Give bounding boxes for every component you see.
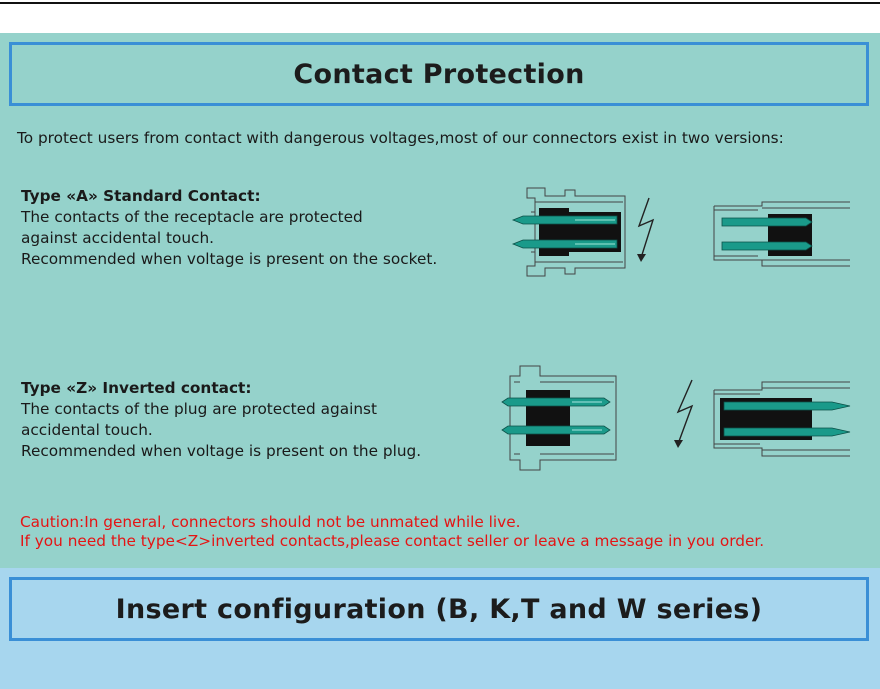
intro-text: To protect users from contact with dange… (17, 129, 784, 147)
caution-line-2: If you need the type<Z>inverted contacts… (20, 532, 765, 550)
type-a-plug-diagram (713, 201, 850, 267)
caution-line-1: Caution:In general, connectors should no… (20, 513, 521, 531)
type-z-socket-diagram (501, 365, 617, 471)
type-a-line-3: Recommended when voltage is present on t… (21, 250, 438, 268)
insert-configuration-title: Insert configuration (B, K,T and W serie… (9, 577, 869, 641)
contact-protection-title: Contact Protection (9, 42, 869, 106)
section-title-text: Contact Protection (293, 58, 585, 90)
type-z-heading: Type «Z» Inverted contact: (21, 379, 252, 397)
type-a-description: Type «A» Standard Contact: The contacts … (21, 186, 437, 270)
type-z-description: Type «Z» Inverted contact: The contacts … (21, 378, 421, 462)
type-z-line-1: The contacts of the plug are protected a… (21, 400, 377, 418)
type-a-line-2: against accidental touch. (21, 229, 214, 247)
type-a-heading: Type «A» Standard Contact: (21, 187, 261, 205)
type-z-lightning-icon (674, 379, 694, 448)
type-z-line-2: accidental touch. (21, 421, 153, 439)
type-z-plug-diagram (713, 381, 851, 457)
type-a-line-1: The contacts of the receptacle are prote… (21, 208, 363, 226)
type-z-line-3: Recommended when voltage is present on t… (21, 442, 422, 460)
contact-protection-section (0, 33, 880, 568)
caution-note: Caution:In general, connectors should no… (20, 513, 764, 551)
top-divider (0, 2, 880, 4)
type-a-receptacle-diagram (511, 187, 626, 277)
type-a-lightning-icon (637, 197, 655, 262)
section-title-text: Insert configuration (B, K,T and W serie… (115, 593, 763, 625)
